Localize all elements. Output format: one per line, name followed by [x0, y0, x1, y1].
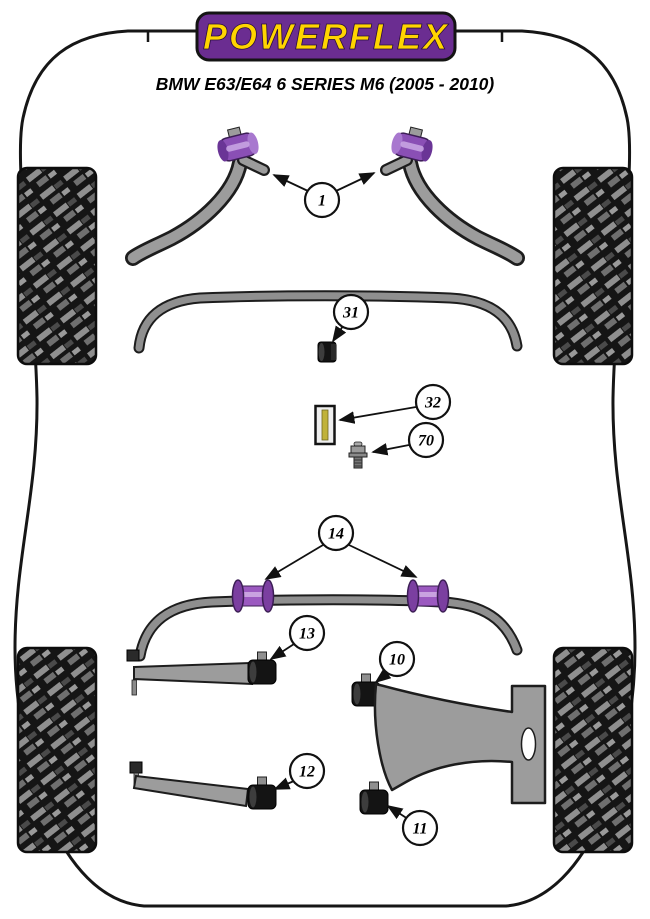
callout-70-circle	[407, 421, 445, 459]
callout-32-arrow	[338, 406, 417, 424]
callout-11-number: 11	[412, 821, 427, 838]
callout-11-circle	[401, 809, 439, 847]
wheel-front-left	[16, 166, 98, 366]
callout-13-circle	[288, 614, 326, 652]
bolt-part	[348, 441, 368, 469]
rear-lower-arm	[129, 761, 250, 808]
rear-upper-arm	[373, 682, 547, 805]
callout-1-arrow-left	[272, 174, 309, 192]
callout-1-circle	[303, 181, 341, 219]
callout-14-arrow-left	[264, 544, 324, 580]
callout-1-number: 1	[318, 193, 326, 210]
callout-10: 10	[374, 640, 416, 684]
callout-32-circle	[414, 383, 452, 421]
callout-31: 31	[332, 293, 370, 343]
callout-32-number: 32	[424, 395, 441, 412]
callout-11-arrow	[386, 805, 409, 820]
callout-10-number: 10	[389, 652, 405, 669]
wheel-rear-right	[552, 646, 634, 854]
callout-12-arrow	[273, 777, 295, 790]
callout-10-circle	[378, 640, 416, 678]
callout-12-number: 12	[299, 764, 315, 781]
wheel-front-right	[552, 166, 634, 366]
logo-text: POWERFLEX	[203, 16, 449, 57]
callout-70-number: 70	[418, 433, 434, 450]
callout-13-arrow	[269, 643, 295, 660]
callout-70-arrow	[371, 443, 410, 456]
callout-32: 32	[338, 383, 452, 424]
rear-arm-13	[126, 649, 254, 696]
callout-13: 13	[269, 614, 326, 660]
front-anti-roll-bar	[133, 290, 523, 354]
callout-12-circle	[288, 752, 326, 790]
callout-31-arrow	[332, 325, 347, 343]
callout-11: 11	[386, 805, 439, 847]
callout-14-circle	[317, 514, 355, 552]
callout-13-number: 13	[299, 626, 315, 643]
callout-31-circle	[332, 293, 370, 331]
callout-1-arrow-right	[335, 172, 376, 192]
wheel-rear-left	[16, 646, 98, 854]
callout-70: 70	[371, 421, 445, 459]
vehicle-title: BMW E63/E64 6 SERIES M6 (2005 - 2010)	[156, 74, 495, 94]
callout-1: 1	[272, 172, 376, 219]
rear-anti-roll-bar	[134, 594, 523, 662]
callout-14-arrow-right	[348, 544, 418, 578]
logo-box	[195, 11, 457, 62]
powerflex-logo: POWERFLEX	[195, 11, 457, 62]
callout-12: 12	[273, 752, 326, 790]
callout-31-number: 31	[342, 305, 359, 322]
callout-14-number: 14	[328, 526, 344, 543]
front-arb-bush	[317, 341, 337, 363]
bracket-insert	[314, 404, 336, 446]
callout-14: 14	[264, 514, 418, 580]
